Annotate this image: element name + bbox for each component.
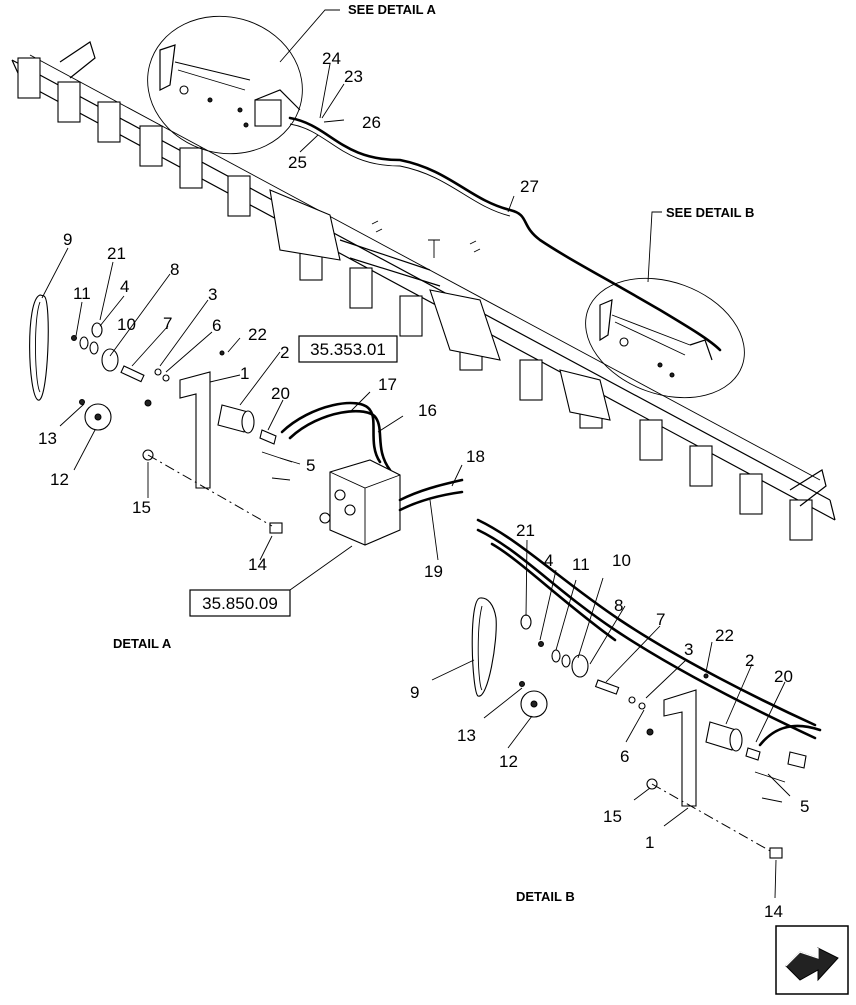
callout-b-13: 13	[457, 726, 476, 745]
callout-a-14: 14	[248, 555, 267, 574]
callout-b-1: 1	[645, 833, 654, 852]
callout-b-6: 6	[620, 747, 629, 766]
callout-b-2: 2	[745, 651, 754, 670]
callout-b-9: 9	[410, 683, 419, 702]
callout-a-3: 3	[208, 285, 217, 304]
callout-a-9: 9	[63, 230, 72, 249]
reference-1-label: 35.353.01	[310, 340, 386, 359]
detail-a-parts	[29, 294, 464, 546]
callout-26: 26	[362, 113, 381, 132]
callout-a-22: 22	[248, 325, 267, 344]
callout-b-4: 4	[544, 551, 553, 570]
reference-box-1[interactable]: 35.353.01	[298, 335, 398, 363]
detail-b-ellipse	[585, 277, 745, 399]
callout-b-10: 10	[612, 551, 631, 570]
reference-box-2[interactable]: 35.850.09	[189, 589, 291, 617]
callout-a-12: 12	[50, 470, 69, 489]
callout-a-21: 21	[107, 244, 126, 263]
callout-a-16: 16	[418, 401, 437, 420]
see-detail-a-label: SEE DETAIL A	[348, 2, 436, 17]
callout-a-19: 19	[424, 562, 443, 581]
reference-2-label: 35.850.09	[202, 594, 278, 613]
callout-a-20: 20	[271, 384, 290, 403]
callout-24: 24	[322, 49, 341, 68]
main-hose	[288, 116, 722, 352]
see-a-leader	[279, 9, 340, 63]
callout-b-11: 11	[572, 555, 590, 574]
callout-b-3: 3	[684, 640, 693, 659]
callout-a-7: 7	[163, 314, 172, 333]
detail-b-caption: DETAIL B	[516, 889, 575, 904]
next-page-arrow-icon[interactable]	[775, 925, 849, 995]
toolbar-frame	[11, 41, 836, 541]
see-detail-b-label: SEE DETAIL B	[666, 205, 754, 220]
callout-b-5: 5	[800, 797, 809, 816]
callout-a-5: 5	[306, 456, 315, 475]
callout-b-12: 12	[499, 752, 518, 771]
see-b-leader	[647, 211, 662, 283]
callout-a-11: 11	[73, 284, 91, 303]
callout-a-1: 1	[240, 364, 249, 383]
callout-a-15: 15	[132, 498, 151, 517]
callout-a-8: 8	[170, 260, 179, 279]
callout-23: 23	[344, 67, 363, 86]
callout-b-7: 7	[656, 610, 665, 629]
callout-b-22: 22	[715, 626, 734, 645]
detail-a-ellipse	[147, 15, 303, 155]
callout-b-20: 20	[774, 667, 793, 686]
callout-a-10: 10	[117, 315, 136, 334]
callout-b-21: 21	[516, 521, 535, 540]
detail-b-parts	[471, 518, 822, 859]
callout-b-14: 14	[764, 902, 783, 921]
callout-a-17: 17	[378, 375, 397, 394]
callout-b-8: 8	[614, 596, 623, 615]
callout-a-2: 2	[280, 343, 289, 362]
callout-a-6: 6	[212, 316, 221, 335]
callout-a-13: 13	[38, 429, 57, 448]
detail-a-caption: DETAIL A	[113, 636, 172, 651]
callout-b-15: 15	[603, 807, 622, 826]
callout-25: 25	[288, 153, 307, 172]
callout-27: 27	[520, 177, 539, 196]
callout-a-18: 18	[466, 447, 485, 466]
callout-a-4: 4	[120, 277, 129, 296]
